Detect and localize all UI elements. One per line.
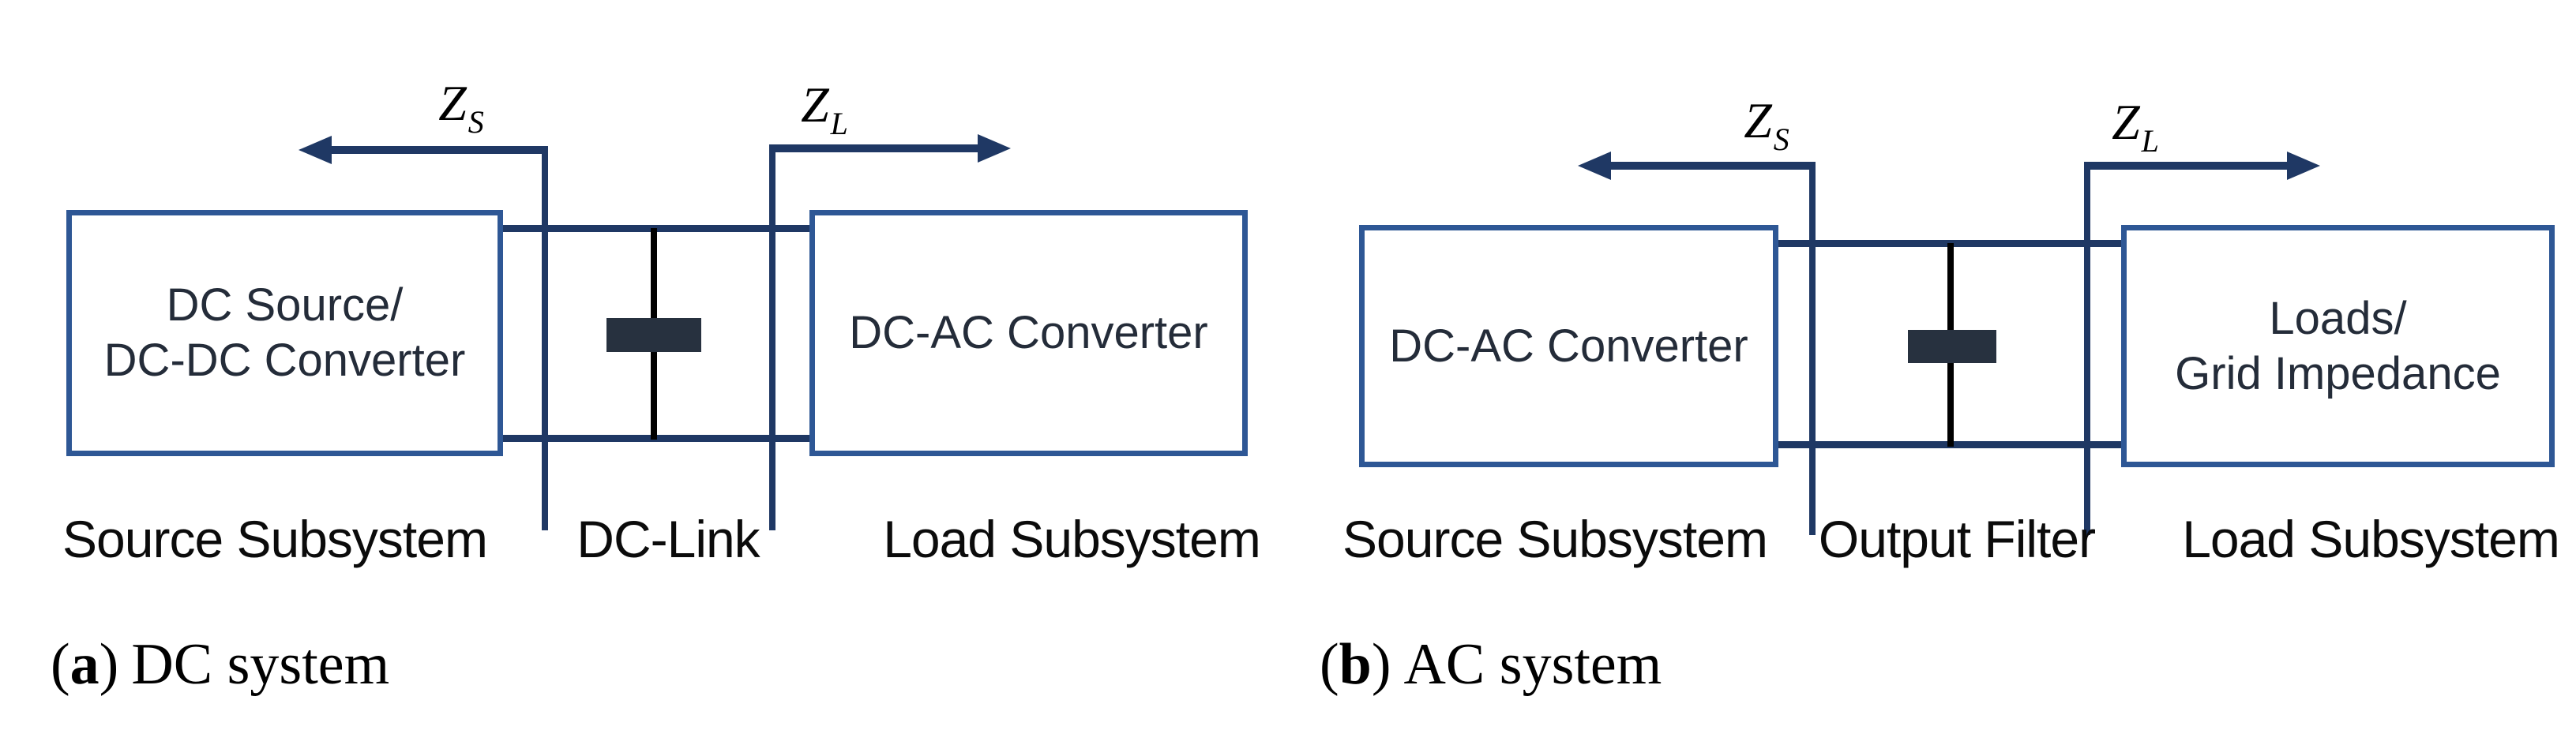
output-filter-label: Output Filter xyxy=(1818,510,2096,568)
caption-b-text: AC system xyxy=(1403,632,1662,697)
zl-base: Z xyxy=(801,77,829,133)
load-boundary-line xyxy=(769,144,775,530)
ac-source-converter-box-line1: DC-AC Converter xyxy=(1389,320,1748,372)
dc-source-box: DC Source/ DC-DC Converter xyxy=(66,210,503,456)
zs-arrow-shaft xyxy=(329,146,548,154)
zs-arrow-shaft-b xyxy=(1609,162,1816,170)
caption-a-close-paren: ) xyxy=(99,632,119,697)
zs-arrowhead-icon-b xyxy=(1578,152,1611,180)
caption-b-close-paren: ) xyxy=(1371,632,1391,697)
zl-impedance-label-b: ZL xyxy=(2112,93,2159,159)
zs-impedance-label-b: ZS xyxy=(1744,92,1789,158)
dc-ac-converter-box-line1: DC-AC Converter xyxy=(849,307,1208,358)
zs-subscript: S xyxy=(468,104,484,140)
source-boundary-line-b xyxy=(1809,162,1816,535)
zl-arrowhead-icon xyxy=(978,134,1011,163)
source-subsystem-label: Source Subsystem xyxy=(62,510,488,568)
zl-arrowhead-icon-b xyxy=(2287,152,2320,180)
caption-a-text: DC system xyxy=(131,632,390,697)
loads-grid-impedance-box-line1: Loads/ xyxy=(2269,292,2407,344)
panel-a-caption: (a)DC system xyxy=(51,631,389,698)
source-boundary-line xyxy=(542,146,548,530)
caption-b-open-paren: ( xyxy=(1320,632,1339,697)
load-subsystem-label: Load Subsystem xyxy=(883,510,1261,568)
caption-a-letter: a xyxy=(69,632,100,697)
dc-link-top-bus-line xyxy=(503,225,813,232)
source-subsystem-label-b: Source Subsystem xyxy=(1342,510,1768,568)
zs-base-b: Z xyxy=(1744,92,1772,148)
zl-arrow-shaft xyxy=(772,144,979,152)
zl-base-b: Z xyxy=(2112,94,2140,150)
dc-link-label: DC-Link xyxy=(576,510,760,568)
caption-a-open-paren: ( xyxy=(51,632,70,697)
loads-grid-impedance-box: Loads/ Grid Impedance xyxy=(2121,225,2555,467)
output-filter-capacitor-bar xyxy=(1908,330,1996,363)
dc-link-bottom-bus-line xyxy=(503,435,813,442)
dc-source-box-line1: DC Source/ xyxy=(166,279,404,331)
zs-arrowhead-icon xyxy=(299,136,332,164)
load-boundary-line-b xyxy=(2084,162,2090,535)
zs-base: Z xyxy=(438,75,467,131)
panel-b-caption: (b)AC system xyxy=(1320,631,1662,698)
zs-impedance-label: ZS xyxy=(438,74,484,140)
dc-ac-converter-box: DC-AC Converter xyxy=(809,210,1248,456)
load-subsystem-label-b: Load Subsystem xyxy=(2182,510,2560,568)
dc-link-capacitor-bar xyxy=(606,318,701,352)
ac-source-converter-box: DC-AC Converter xyxy=(1359,225,1778,467)
zl-subscript-b: L xyxy=(2141,123,2159,159)
zs-subscript-b: S xyxy=(1773,122,1789,157)
zl-subscript: L xyxy=(830,106,848,141)
caption-b-letter: b xyxy=(1339,632,1372,697)
dc-source-box-line2: DC-DC Converter xyxy=(103,335,466,386)
loads-grid-impedance-box-line2: Grid Impedance xyxy=(2175,347,2501,399)
zl-arrow-shaft-b xyxy=(2087,162,2289,170)
zl-impedance-label: ZL xyxy=(801,76,848,142)
